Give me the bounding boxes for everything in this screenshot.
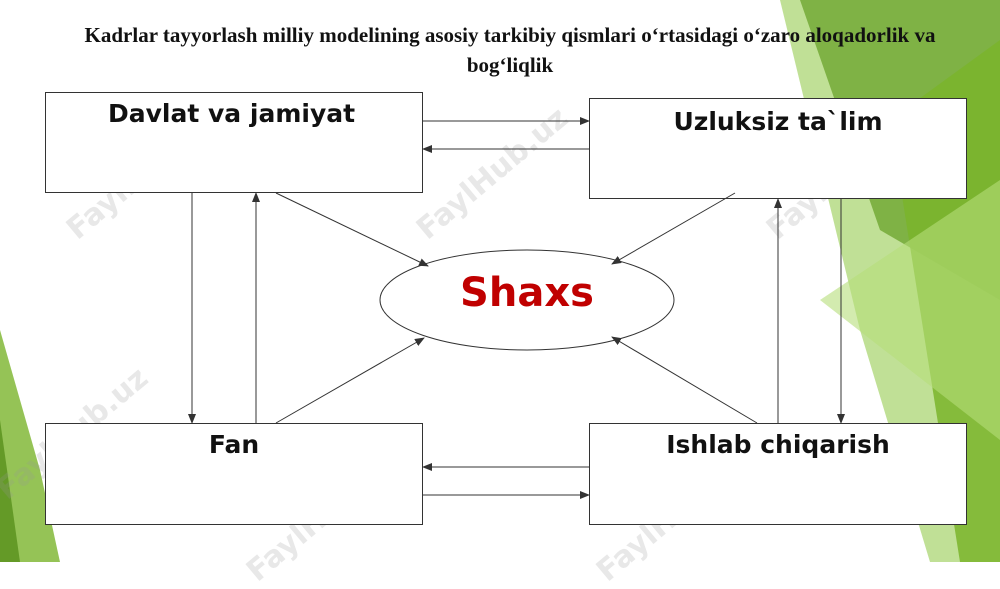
arrow-fan-to-shaxs bbox=[275, 337, 425, 424]
node-ishlab-chiqarish: Ishlab chiqarish bbox=[589, 423, 967, 525]
node-davlat-va-jamiyat: Davlat va jamiyat bbox=[45, 92, 423, 193]
node-label: Ishlab chiqarish bbox=[666, 430, 890, 459]
node-shaxs: Shaxs bbox=[460, 270, 594, 316]
node-label: Davlat va jamiyat bbox=[108, 99, 356, 128]
slide-title: Kadrlar tayyorlash milliy modelining aso… bbox=[84, 23, 936, 77]
arrow-ishlab-to-shaxs bbox=[611, 336, 758, 424]
node-uzluksiz-talim: Uzluksiz ta`lim bbox=[589, 98, 967, 199]
connector-arrows bbox=[188, 117, 845, 499]
arrow-uzluksiz-to-shaxs bbox=[611, 192, 736, 265]
node-label: Uzluksiz ta`lim bbox=[673, 107, 883, 136]
node-label: Fan bbox=[208, 430, 260, 459]
center-ellipse bbox=[379, 249, 675, 351]
node-fan: Fan bbox=[45, 423, 423, 525]
arrow-davlat-to-shaxs bbox=[275, 192, 429, 267]
